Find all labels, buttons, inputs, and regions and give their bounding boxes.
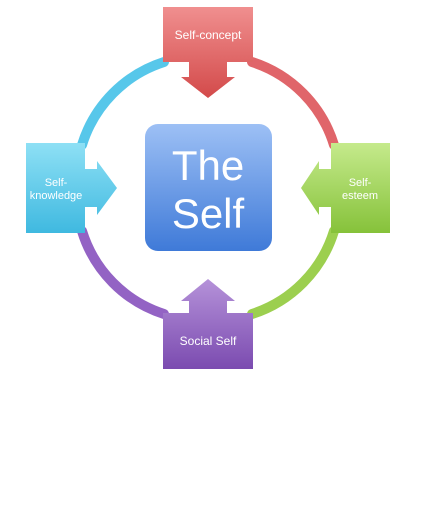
self-esteem-label-line2: esteem bbox=[342, 190, 378, 202]
self-knowledge-label-line1: Self- bbox=[45, 177, 68, 189]
self-esteem-arrow bbox=[301, 143, 390, 233]
ring-arc-top-left bbox=[77, 57, 169, 150]
center-title-line1: The bbox=[172, 142, 244, 189]
ring-arc-bottom-right bbox=[247, 226, 339, 319]
self-concept-arrow bbox=[163, 7, 253, 98]
center-node: The Self bbox=[145, 124, 272, 251]
self-knowledge-label-line2: knowledge bbox=[30, 190, 83, 202]
node-self-concept: Self-concept bbox=[163, 7, 253, 98]
self-knowledge-arrow bbox=[26, 143, 117, 233]
node-social-self: Social Self bbox=[163, 279, 253, 369]
center-title-line2: Self bbox=[172, 190, 245, 237]
ring-arc-bottom-left bbox=[77, 226, 169, 319]
center-box bbox=[145, 124, 272, 251]
node-self-knowledge: Self- knowledge bbox=[26, 143, 117, 233]
self-concept-label: Self-concept bbox=[175, 28, 242, 42]
social-self-label: Social Self bbox=[180, 334, 237, 348]
self-esteem-label-line1: Self- bbox=[349, 177, 372, 189]
node-self-esteem: Self- esteem bbox=[301, 143, 390, 233]
social-self-arrow bbox=[163, 279, 253, 369]
ring-arc-top-right bbox=[247, 57, 339, 150]
